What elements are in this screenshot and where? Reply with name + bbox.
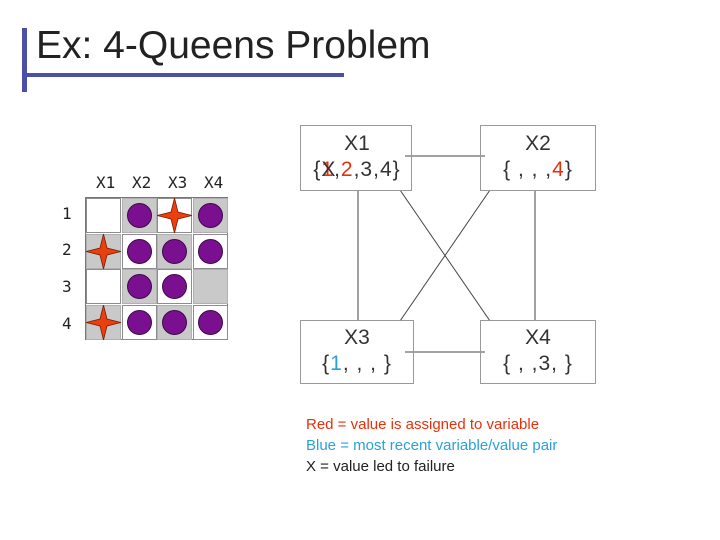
- queen-placed-star-icon: [157, 198, 192, 233]
- node-x3: X3 {1, , , }: [302, 325, 412, 377]
- node-x4: X4 { , ,3, }: [483, 325, 593, 377]
- node-x2-name: X2: [525, 132, 551, 155]
- title-accent-bar-vertical: [22, 28, 27, 92]
- node-x1-box: [300, 125, 412, 191]
- node-x1-rest: ,3,4}: [353, 158, 401, 181]
- column-label-x4: X4: [204, 173, 224, 192]
- board-cell-r2-c2: [121, 233, 157, 269]
- node-x2-prefix: { , , ,: [503, 158, 553, 181]
- node-x4-box: [480, 320, 596, 384]
- queen-marker-icon: [162, 309, 187, 335]
- row-label-3: 3: [62, 277, 72, 296]
- queen-marker-icon: [126, 203, 152, 228]
- node-x2-close: }: [564, 158, 573, 181]
- queen-marker-icon: [126, 274, 152, 299]
- queen-marker-icon: [197, 238, 223, 264]
- board-cell-r2-c4: [192, 233, 228, 269]
- node-x3-domain: {1, , , }: [302, 351, 412, 377]
- node-x1-failure-mark: X: [321, 158, 337, 181]
- legend-blue: Blue = most recent variable/value pair: [306, 437, 558, 454]
- queen-marker-icon: [162, 238, 187, 264]
- board-cell-r3-c2: [121, 269, 157, 304]
- queen-marker-icon: [197, 309, 223, 335]
- board-cell-r1-c4: [192, 198, 228, 233]
- legend-failure: X = value led to failure: [306, 458, 455, 475]
- queen-marker-icon: [126, 309, 152, 335]
- node-x1-open: {: [313, 158, 322, 181]
- queen-placed-star-icon: [86, 304, 121, 340]
- node-x2-value-4: 4: [552, 158, 565, 181]
- node-x2-domain: { , , ,4}: [483, 157, 593, 183]
- queen-marker-icon: [197, 203, 223, 228]
- node-x3-rest: , , , }: [342, 352, 392, 375]
- queen-marker-icon: [126, 238, 152, 264]
- column-label-x3: X3: [168, 173, 188, 192]
- column-label-x2: X2: [132, 173, 152, 192]
- node-x1-sep: ,: [334, 158, 341, 181]
- board-cell-r3-c3: [157, 269, 192, 304]
- node-x3-name: X3: [344, 326, 370, 349]
- row-label-2: 2: [62, 240, 72, 259]
- board-cell-r2-c3: [157, 233, 192, 269]
- title-accent-bar-horizontal: [22, 73, 344, 77]
- board-cell-r1-c3: [157, 198, 192, 233]
- board-cell-r4-c1: [86, 304, 121, 340]
- board-cell-r3-c1: [86, 269, 121, 304]
- chess-board: [85, 197, 228, 340]
- column-label-x1: X1: [96, 173, 116, 192]
- node-x1-value-2: 2: [340, 158, 354, 181]
- legend-red: Red = value is assigned to variable: [306, 416, 540, 433]
- node-x1-name: X1: [344, 132, 370, 155]
- node-x3-open: {: [322, 352, 331, 375]
- page-title: Ex: 4-Queens Problem: [36, 24, 431, 67]
- row-label-4: 4: [62, 314, 72, 333]
- node-x2: X2 { , , ,4}: [483, 131, 593, 183]
- row-label-1: 1: [62, 204, 72, 223]
- node-x3-value-1: 1: [330, 352, 343, 375]
- node-x2-box: [480, 125, 596, 191]
- edge-x2-x3: [399, 189, 491, 322]
- board-cell-r1-c1: [86, 198, 121, 233]
- board-cell-r4-c2: [121, 304, 157, 340]
- board-cell-r4-c3: [157, 304, 192, 340]
- node-x4-domain: { , ,3, }: [503, 352, 573, 375]
- board-cell-r3-c4: [192, 269, 228, 304]
- node-x4-name: X4: [525, 326, 551, 349]
- board-cell-r4-c4: [192, 304, 228, 340]
- board-cell-r1-c2: [121, 198, 157, 233]
- board-cell-r2-c1: [86, 233, 121, 269]
- queen-placed-star-icon: [86, 233, 121, 269]
- queen-marker-icon: [162, 274, 187, 299]
- node-x3-box: [300, 320, 414, 384]
